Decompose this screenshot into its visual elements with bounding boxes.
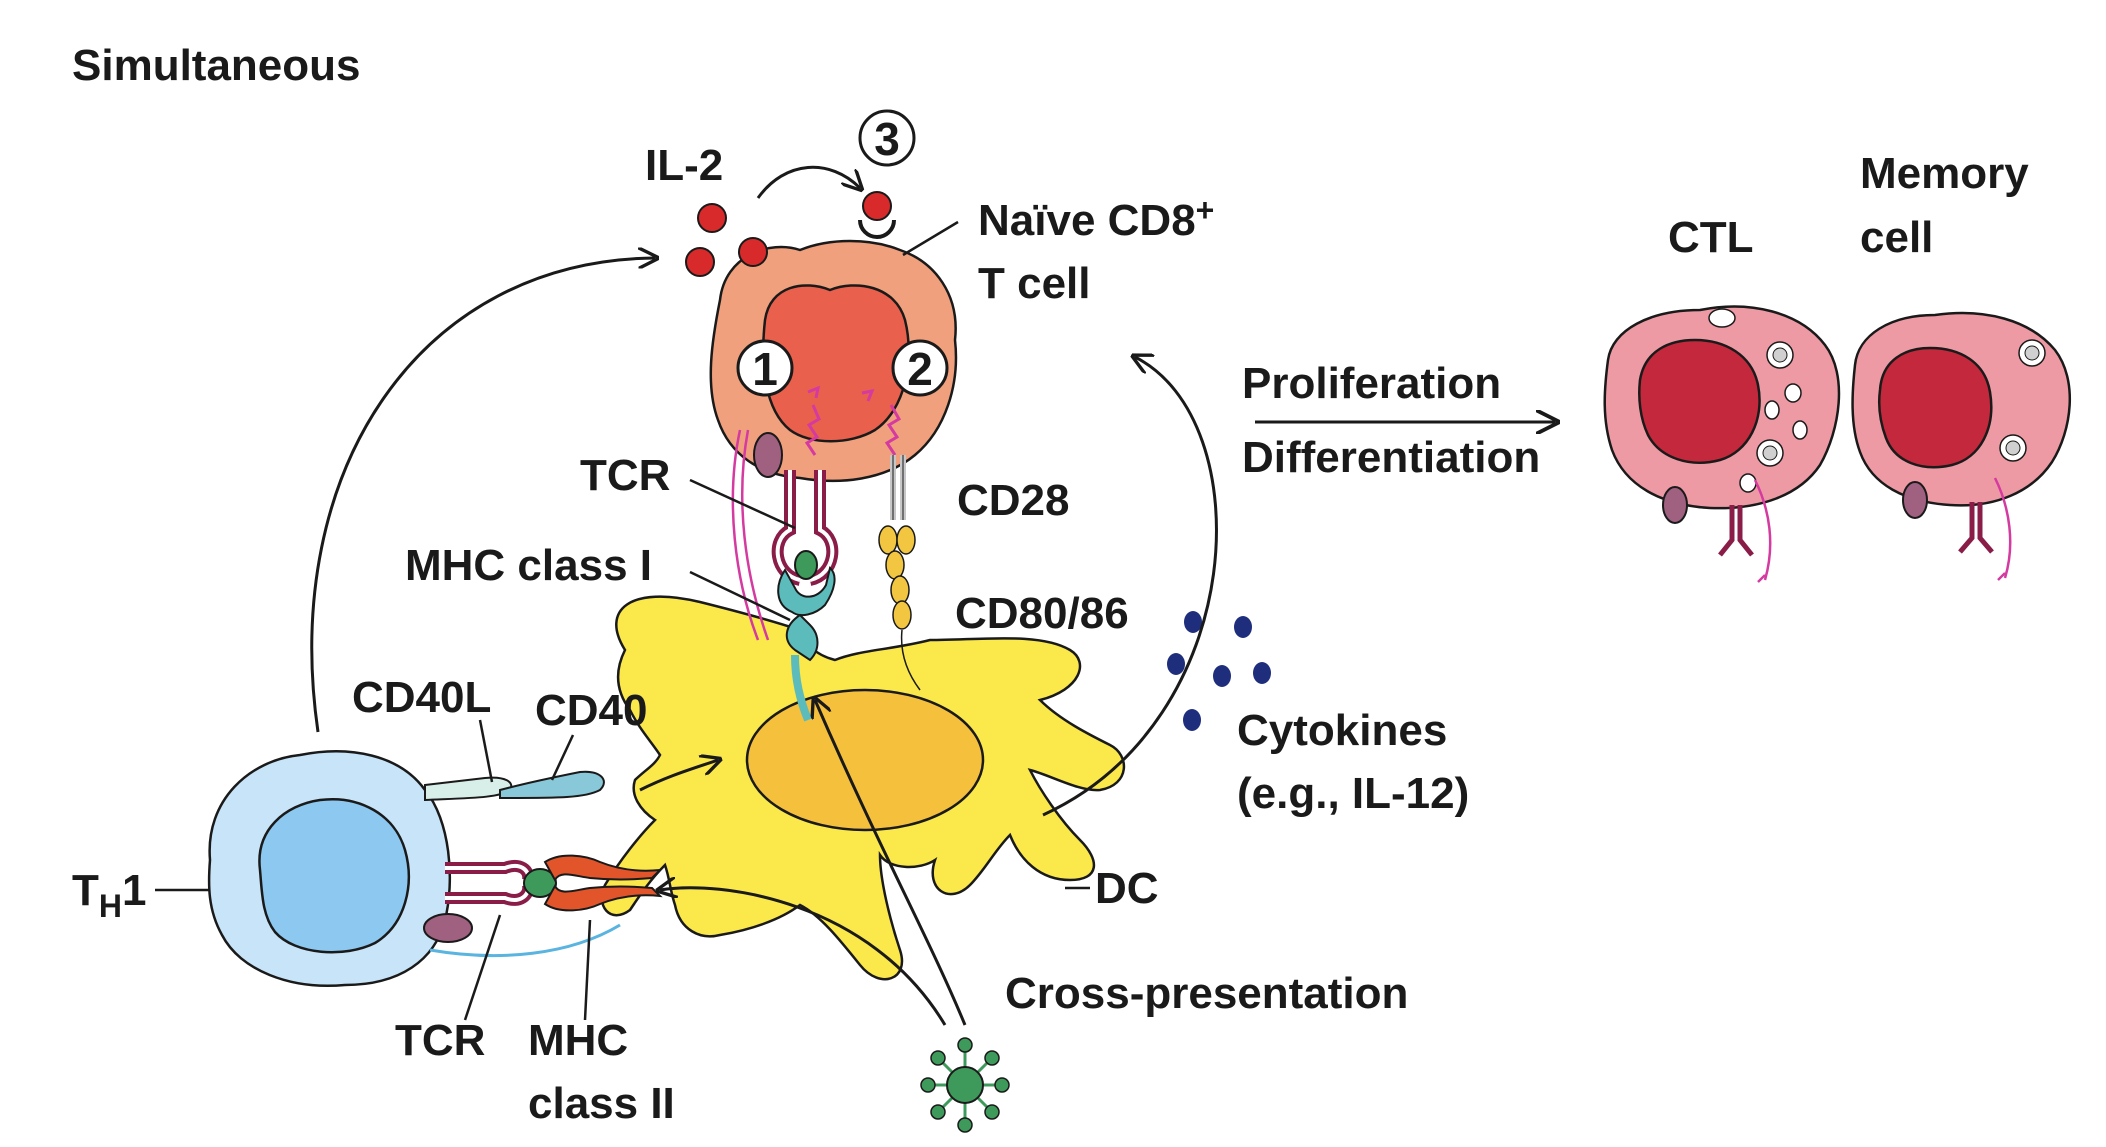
memory-cell — [1851, 311, 2071, 581]
cd40l-molecule — [424, 776, 513, 802]
cd40-molecule — [499, 770, 605, 800]
mhc1-leader — [689, 570, 791, 622]
il2-molecules — [685, 191, 892, 277]
mhc-class-ii-label-1: MHC — [528, 1016, 628, 1065]
mhc-class-ii — [543, 854, 663, 883]
th1-label: TH1 — [72, 866, 146, 924]
th1-label-number: 1 — [122, 866, 146, 915]
ctl-label: CTL — [1668, 213, 1754, 262]
ctl-nucleus — [1638, 338, 1761, 464]
dc-nucleus — [745, 688, 985, 832]
dc-label: DC — [1095, 864, 1159, 913]
tcr-mhc2-complex — [429, 854, 663, 958]
signal-squiggle-right — [884, 404, 902, 456]
mhc-class-i — [777, 566, 836, 662]
virus-particle — [920, 1037, 1010, 1133]
th1-cell — [207, 750, 473, 987]
tcr-mhc1-complex — [771, 470, 839, 722]
differentiation-label: Differentiation — [1242, 433, 1540, 482]
step-3-label: 3 — [874, 113, 900, 165]
mhc-class-ii-label-2: class II — [528, 1079, 675, 1128]
step-1-marker: 1 — [736, 339, 794, 397]
step-2-marker: 2 — [891, 339, 949, 397]
il2-autocrine-arrow — [756, 165, 860, 199]
naive-cd8-text: Naïve CD8 — [978, 196, 1196, 245]
step-2-label: 2 — [907, 343, 933, 395]
cd40-signal-arrow — [639, 760, 718, 792]
cd80-86-label: CD80/86 — [955, 589, 1129, 638]
cross-presentation-arrow-1 — [815, 700, 967, 1026]
naive-t-cell-label: T cell — [978, 259, 1091, 308]
cross-presentation-arrow-2 — [660, 888, 947, 1026]
diagram-title: Simultaneous — [72, 41, 361, 90]
cd40l-label: CD40L — [352, 673, 491, 722]
step-1-label: 1 — [752, 343, 778, 395]
cd28-label: CD28 — [957, 476, 1070, 525]
memory-label-2: cell — [1860, 213, 1933, 262]
th1-label-subscript: H — [99, 888, 122, 924]
step-3-marker: 3 — [858, 109, 916, 167]
cytokines-label: Cytokines — [1237, 706, 1447, 755]
cd40-label: CD40 — [535, 686, 648, 735]
mhc-class-i-label: MHC class I — [405, 541, 652, 590]
il2-label: IL-2 — [645, 141, 723, 190]
ctl-cell — [1603, 305, 1841, 583]
cross-presentation-label: Cross-presentation — [1005, 969, 1408, 1018]
th1-to-il2-arrow — [310, 258, 655, 733]
cd28-cd80-complex — [878, 455, 921, 691]
naive-leader — [902, 220, 959, 257]
cytokines-example-label: (e.g., IL-12) — [1237, 769, 1469, 818]
th1-nucleus — [258, 797, 410, 954]
memory-nucleus — [1878, 346, 1993, 469]
cytokine-molecules — [1167, 611, 1271, 731]
signal-squiggle-left — [804, 404, 821, 456]
naive-cd8-t-cell — [709, 219, 958, 641]
tcr-top-label: TCR — [580, 451, 670, 500]
memory-label-1: Memory — [1860, 149, 2029, 198]
tcr-bottom-label: TCR — [395, 1016, 485, 1065]
naive-cd8-label: Naïve CD8+ — [978, 192, 1214, 245]
antigen-peptide — [794, 550, 818, 580]
proliferation-label: Proliferation — [1242, 359, 1501, 408]
tcr-top-leader — [689, 478, 796, 530]
dendritic-cell — [600, 595, 1126, 981]
th1-label-t: T — [72, 866, 99, 915]
antigen-peptide-ii — [523, 868, 557, 898]
naive-cd8-superscript: + — [1196, 192, 1215, 228]
cytokine-arrow — [1042, 357, 1218, 817]
